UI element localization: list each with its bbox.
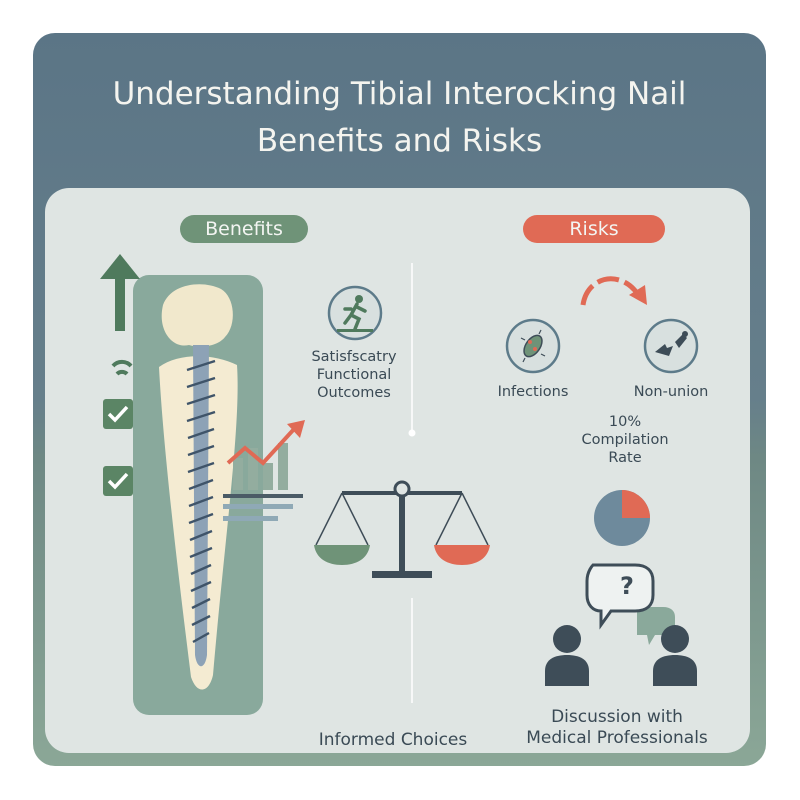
infections-icon bbox=[505, 318, 561, 374]
checkbox-checked-icon bbox=[103, 399, 133, 429]
page-title: Understanding Tibial Interocking Nail Be… bbox=[33, 71, 766, 165]
risks-badge: Risks bbox=[523, 215, 665, 243]
center-divider-top bbox=[408, 263, 416, 437]
infographic-card: Understanding Tibial Interocking Nail Be… bbox=[33, 33, 766, 766]
discussion-label: Discussion with Medical Professionals bbox=[526, 707, 708, 748]
wifi-signal-icon bbox=[111, 359, 133, 376]
discussion-icon bbox=[545, 563, 697, 686]
benefits-badge: Benefits bbox=[180, 215, 308, 243]
discussion-bubble-text: ? bbox=[620, 572, 634, 600]
informed-choices-label: Informed Choices bbox=[318, 730, 468, 750]
balance-scale-icon bbox=[314, 480, 490, 578]
infections-label: Infections bbox=[497, 384, 569, 400]
complication-rate-slice bbox=[622, 490, 650, 518]
benefits-outcome-label: Satisfscatry Functional Outcomes bbox=[311, 349, 397, 401]
nonunion-icon bbox=[643, 318, 699, 374]
checkbox-checked-icon bbox=[103, 466, 133, 496]
nonunion-label: Non-union bbox=[633, 384, 709, 400]
improvement-arrow-icon bbox=[100, 254, 140, 331]
complication-rate-pie bbox=[594, 490, 650, 546]
growth-chart-icon bbox=[223, 420, 305, 521]
complication-rate-label: 10% Compilation Rate bbox=[581, 414, 669, 466]
title-line-1: Understanding Tibial Interocking Nail bbox=[112, 76, 687, 112]
benefits-outcome-icon bbox=[327, 285, 383, 341]
tibia-nail-illustration bbox=[133, 275, 263, 715]
center-divider-bottom bbox=[411, 598, 413, 703]
curved-arrow-icon bbox=[580, 276, 647, 306]
title-line-2: Benefits and Risks bbox=[256, 123, 543, 159]
content-panel: Benefits Risks bbox=[45, 188, 750, 753]
